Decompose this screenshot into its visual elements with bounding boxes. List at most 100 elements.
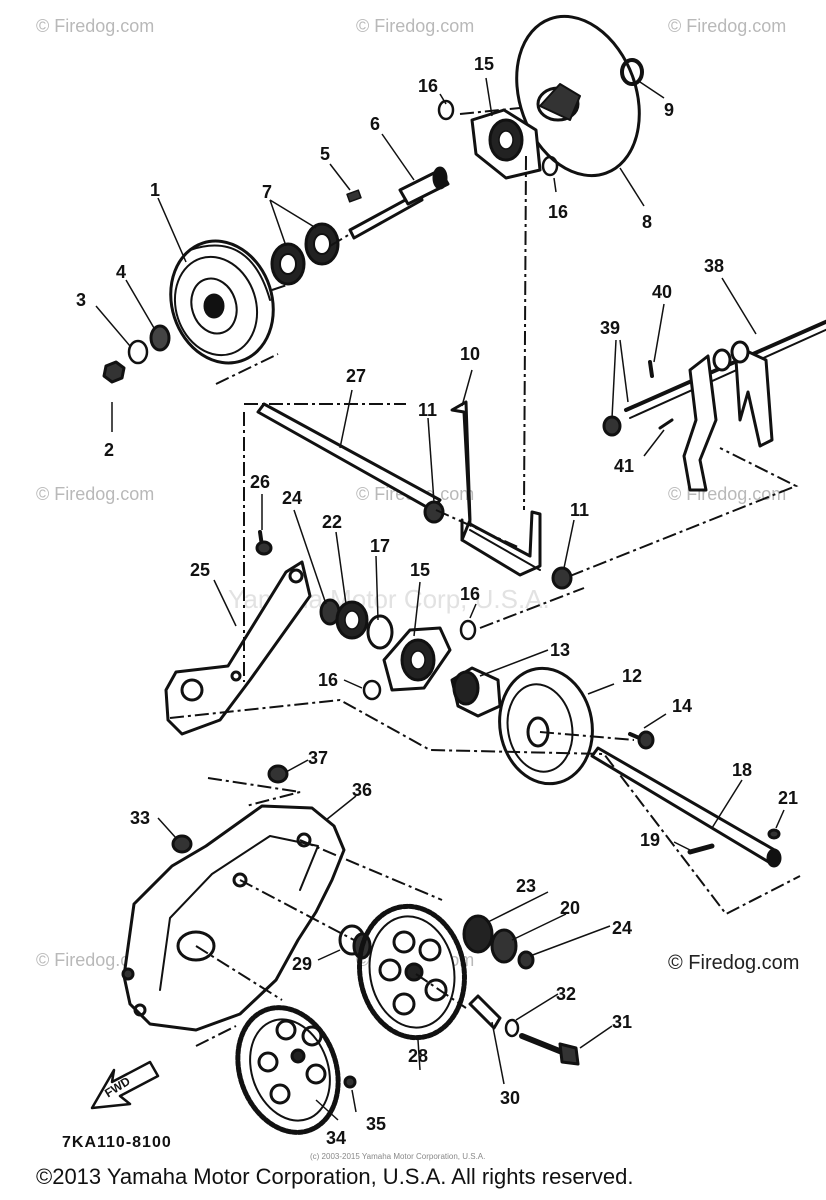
- part-34-sprocket: [235, 1005, 341, 1135]
- callout-31: 31: [612, 1012, 632, 1032]
- part-5-key: [346, 189, 362, 203]
- callout-27: 27: [346, 366, 366, 386]
- callout-34: 34: [326, 1128, 346, 1148]
- callout-17: 17: [370, 536, 390, 556]
- part-15-bearing-holder-top: [470, 108, 542, 180]
- callout-16a: 16: [418, 76, 438, 96]
- part-25-plate: [164, 560, 312, 736]
- callout-10: 10: [460, 344, 480, 364]
- part-4-nut: [149, 324, 171, 352]
- callout-20: 20: [560, 898, 580, 918]
- callout-40: 40: [652, 282, 672, 302]
- part-1-pulley: [169, 239, 275, 365]
- callout-16d: 16: [318, 670, 338, 690]
- callout-37: 37: [308, 748, 328, 768]
- callout-24a: 24: [282, 488, 302, 508]
- part-16-washer-b: [541, 155, 559, 177]
- part-3-washer: [127, 339, 149, 365]
- part-22-bearing: [335, 600, 369, 640]
- part-40-pin: [648, 360, 654, 378]
- part-26-bolt: [255, 530, 273, 556]
- callout-21: 21: [778, 788, 798, 808]
- callout-35: 35: [366, 1114, 386, 1134]
- callout-29: 29: [292, 954, 312, 974]
- part-8-sheave: [515, 14, 641, 178]
- part-14-bolt: [628, 730, 655, 750]
- part-7-bearings: [270, 222, 340, 286]
- callout-26: 26: [250, 472, 270, 492]
- part-33-nut: [171, 834, 193, 854]
- part-41-pin: [658, 418, 674, 430]
- callout-8: 8: [642, 212, 652, 232]
- callout-11b: 11: [570, 500, 589, 520]
- callout-23: 23: [516, 876, 536, 896]
- part-31-bolt: [519, 1033, 580, 1066]
- part-32-washer: [504, 1018, 520, 1038]
- part-23-gear: [462, 914, 494, 954]
- callout-16c: 16: [460, 584, 480, 604]
- part-10-bracket: [450, 400, 542, 577]
- callout-28: 28: [408, 1046, 428, 1066]
- fwd-arrow-icon: [90, 1060, 160, 1110]
- part-15-bearing-holder-lower: [382, 626, 452, 692]
- callout-24b: 24: [612, 918, 632, 938]
- callout-6: 6: [370, 114, 380, 134]
- callout-11a: 11: [418, 400, 437, 420]
- part-16-washer-a: [437, 99, 455, 121]
- callout-30: 30: [500, 1088, 520, 1108]
- watermark-top-left: © Firedog.com: [36, 16, 155, 36]
- callout-41: 41: [614, 456, 634, 476]
- callout-14: 14: [672, 696, 692, 716]
- part-6-shaft: [348, 166, 450, 240]
- callout-18: 18: [732, 760, 752, 780]
- part-35-nut: [343, 1075, 357, 1089]
- callout-15b: 15: [410, 560, 430, 580]
- callout-32: 32: [556, 984, 576, 1004]
- part-19-pin: [687, 843, 715, 855]
- callout-4: 4: [116, 262, 126, 282]
- callout-9: 9: [664, 100, 674, 120]
- part-21-circlip: [767, 828, 781, 840]
- firedog-credit: © Firedog.com: [668, 952, 800, 974]
- callout-25: 25: [190, 560, 210, 580]
- part-30-pin: [468, 994, 502, 1030]
- copyright-footer: ©2013 Yamaha Motor Corporation, U.S.A. A…: [36, 1164, 634, 1189]
- part-code: 7KA110-8100: [62, 1134, 172, 1151]
- callout-36: 36: [352, 780, 372, 800]
- part-38-shift-shaft: [624, 319, 826, 492]
- watermark-top-center: © Firedog.com: [356, 16, 475, 36]
- part-16-washer-d: [362, 679, 382, 701]
- part-28-sprocket: [357, 903, 467, 1041]
- callout-12: 12: [622, 666, 642, 686]
- watermark-top-right: © Firedog.com: [668, 16, 787, 36]
- part-11-bushing-b: [551, 566, 573, 590]
- callout-16b: 16: [548, 202, 568, 222]
- part-27-shaft: [256, 402, 442, 512]
- part-12-drum: [498, 666, 594, 786]
- part-24-seal-b: [517, 950, 535, 970]
- part-37-nut: [267, 764, 289, 784]
- callout-numbers: 1 2 3 4 5 6 7 8 9 10 11 11 12 13 14 15 1…: [76, 54, 798, 1148]
- callout-1: 1: [150, 180, 160, 200]
- callout-39: 39: [600, 318, 620, 338]
- part-39-screw: [602, 415, 622, 437]
- callout-15a: 15: [474, 54, 494, 74]
- part-13-hub: [450, 666, 502, 718]
- part-17-circlip: [366, 614, 394, 650]
- watermark-mid-left: © Firedog.com: [36, 484, 155, 504]
- assembly-lines: [169, 107, 801, 1047]
- part-36-case-cover: [121, 804, 346, 1032]
- callout-3: 3: [76, 290, 86, 310]
- callout-7: 7: [262, 182, 272, 202]
- part-9-washer: [620, 58, 644, 86]
- callout-5: 5: [320, 144, 330, 164]
- callout-33: 33: [130, 808, 150, 828]
- part-16-washer-c: [459, 619, 477, 641]
- callout-19: 19: [640, 830, 660, 850]
- part-2-nut: [102, 360, 126, 384]
- callout-2: 2: [104, 440, 114, 460]
- small-copyright: (c) 2003-2015 Yamaha Motor Corporation, …: [310, 1152, 486, 1161]
- callout-22: 22: [322, 512, 342, 532]
